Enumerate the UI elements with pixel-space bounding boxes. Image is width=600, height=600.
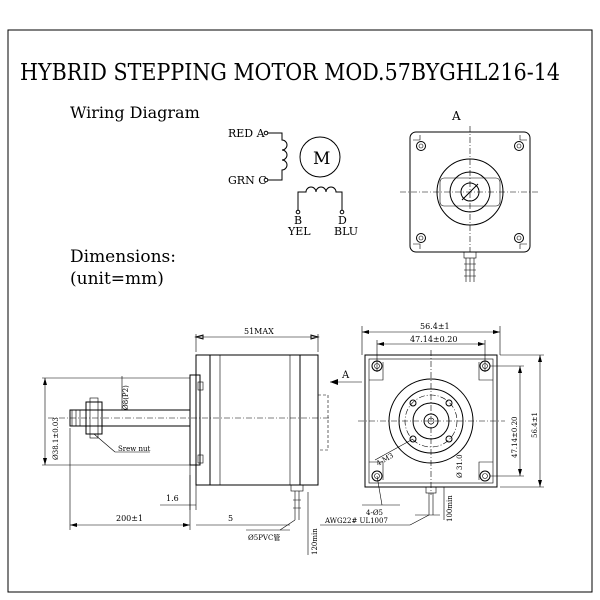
label-screw-nut: Srew nut xyxy=(118,445,151,453)
terminal-c xyxy=(263,177,269,183)
dim-shaft-dia: Ø38.1±0.03 xyxy=(52,417,60,460)
dimensions-heading: Dimensions: xyxy=(70,247,176,267)
wire-d-color: BLU xyxy=(334,225,358,238)
coil-bd xyxy=(297,186,343,210)
label-pvc-tube: Ø5PVC管 xyxy=(248,533,280,542)
dim-height-total: 56.4±1 xyxy=(531,412,539,438)
wiring-diagram: M RED A GRN C B YEL D BLU xyxy=(228,127,358,238)
wire-b-color: YEL xyxy=(287,225,311,238)
dim-120min: 120min xyxy=(311,528,319,555)
view-a-label: A xyxy=(451,109,461,123)
dim-200: 200±1 xyxy=(116,514,143,523)
wire-d-letter: D xyxy=(338,214,347,227)
view-a: A xyxy=(400,109,540,282)
drawing-title: HYBRID STEPPING MOTOR MOD.57BYGHL216-14 xyxy=(20,60,560,86)
terminal-a xyxy=(263,130,269,136)
dim-flat-dia: Ø8(P2) xyxy=(122,385,130,410)
label-mount-holes: 4-Ø5 xyxy=(366,509,383,517)
dim-1-6: 1.6 xyxy=(166,494,179,503)
view-arrow-label: A xyxy=(341,370,350,381)
terminal-b xyxy=(295,209,301,215)
dim-cable-len: 100min xyxy=(446,495,454,522)
dimensions-unit: (unit=mm) xyxy=(70,269,164,289)
drawing-border xyxy=(7,29,593,593)
terminal-d xyxy=(339,209,345,215)
dim-51max: 51MAX xyxy=(244,327,274,336)
front-view: 56.4±1 47.14±0.20 4 xyxy=(320,322,544,526)
wire-red-label: RED A xyxy=(228,127,266,140)
dim-5: 5 xyxy=(228,514,233,523)
motor-symbol xyxy=(299,136,341,178)
wire-b-letter: B xyxy=(294,214,302,227)
coil-ac xyxy=(268,132,288,181)
motor-label: M xyxy=(313,149,330,169)
dim-width-total: 56.4±1 xyxy=(420,322,450,331)
dim-hole-spacing-v: 47.14±0.20 xyxy=(511,417,519,459)
view-a-mount-holes xyxy=(416,141,524,243)
label-threaded-holes: 4-M3 xyxy=(375,452,395,468)
label-bolt-circle: Ø 31.0 xyxy=(456,454,464,478)
side-view: 51MAX Ø38.1±0.03 Ø8(P2) xyxy=(42,327,362,555)
dim-hole-spacing: 47.14±0.20 xyxy=(410,335,457,344)
wiring-heading: Wiring Diagram xyxy=(70,103,200,122)
label-wire-spec: AWG22# UL1007 xyxy=(324,517,388,525)
wire-grn-label: GRN C xyxy=(228,174,267,187)
